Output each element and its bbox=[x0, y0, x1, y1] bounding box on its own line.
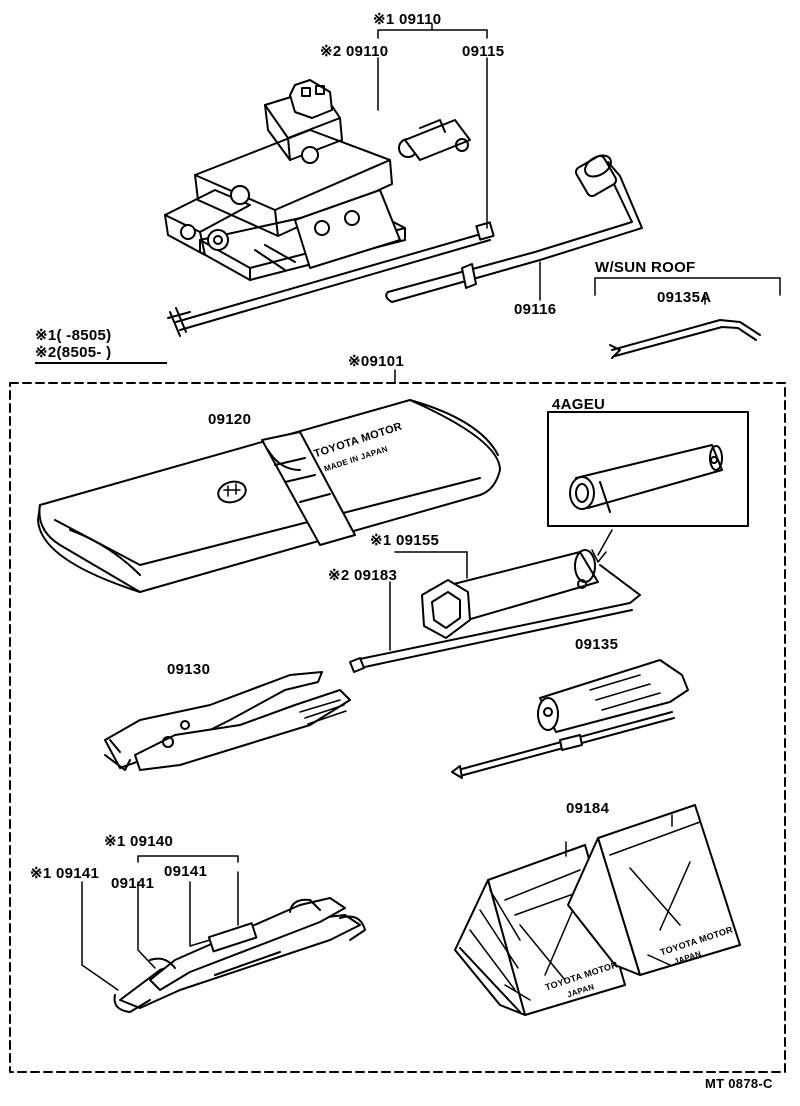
jack-handle-rod bbox=[167, 221, 495, 337]
label-09183: ※2 09183 bbox=[328, 567, 398, 584]
tool-kit-frame bbox=[9, 369, 786, 1073]
wrench-set bbox=[113, 897, 366, 1013]
note-type2-range: ※2(8505- ) bbox=[35, 345, 167, 364]
screwdriver bbox=[451, 659, 689, 779]
jack-leaders bbox=[377, 23, 781, 305]
label-09101: ※09101 bbox=[348, 353, 405, 370]
wrench-set-leaders bbox=[81, 855, 239, 991]
label-09130: 09130 bbox=[167, 661, 211, 678]
label-09141-b: 09141 bbox=[164, 863, 208, 880]
label-09115: 09115 bbox=[462, 43, 505, 60]
label-4ageu: 4AGEU bbox=[552, 396, 606, 413]
tool-pouch bbox=[37, 399, 501, 593]
wheel-chocks bbox=[454, 804, 741, 1016]
label-09184: 09184 bbox=[566, 800, 610, 817]
lug-wrench bbox=[385, 154, 643, 303]
diagram-code: MT 0878-C bbox=[705, 1076, 773, 1091]
plug-wrench bbox=[349, 549, 641, 673]
pliers bbox=[104, 671, 351, 771]
label-09135a: 09135A bbox=[657, 289, 712, 306]
plug-wrench-leaders bbox=[389, 551, 468, 651]
label-09120: 09120 bbox=[208, 411, 252, 428]
label-09110-type2: ※2 09110 bbox=[320, 43, 389, 60]
label-09141-type1: ※1 09141 bbox=[30, 865, 100, 882]
label-09116: 09116 bbox=[514, 301, 557, 318]
car-jack bbox=[164, 79, 471, 281]
label-09155: ※1 09155 bbox=[370, 532, 440, 549]
label-09110-type1: ※1 09110 bbox=[373, 11, 442, 28]
label-09140: ※1 09140 bbox=[104, 833, 174, 850]
label-09141-a: 09141 bbox=[111, 875, 155, 892]
sunroof-tool bbox=[609, 319, 761, 359]
label-sun-roof: W/SUN ROOF bbox=[595, 259, 696, 276]
engine-variant-box bbox=[547, 411, 749, 563]
note-type1-range: ※1( -8505) bbox=[35, 327, 112, 344]
label-09135: 09135 bbox=[575, 636, 619, 653]
